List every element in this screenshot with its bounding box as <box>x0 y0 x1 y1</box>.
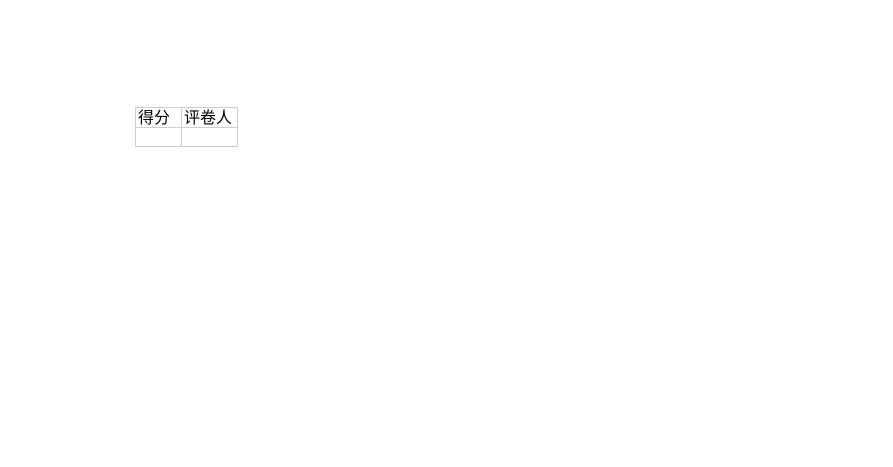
score-header-cell: 得分 <box>135 107 182 128</box>
score-table-entry-row <box>135 127 238 147</box>
grader-entry-cell <box>181 127 238 147</box>
score-entry-cell <box>135 127 182 147</box>
score-table: 得分 评卷人 <box>135 107 238 147</box>
grader-header-cell: 评卷人 <box>181 107 238 128</box>
score-table-header-row: 得分 评卷人 <box>135 107 238 128</box>
